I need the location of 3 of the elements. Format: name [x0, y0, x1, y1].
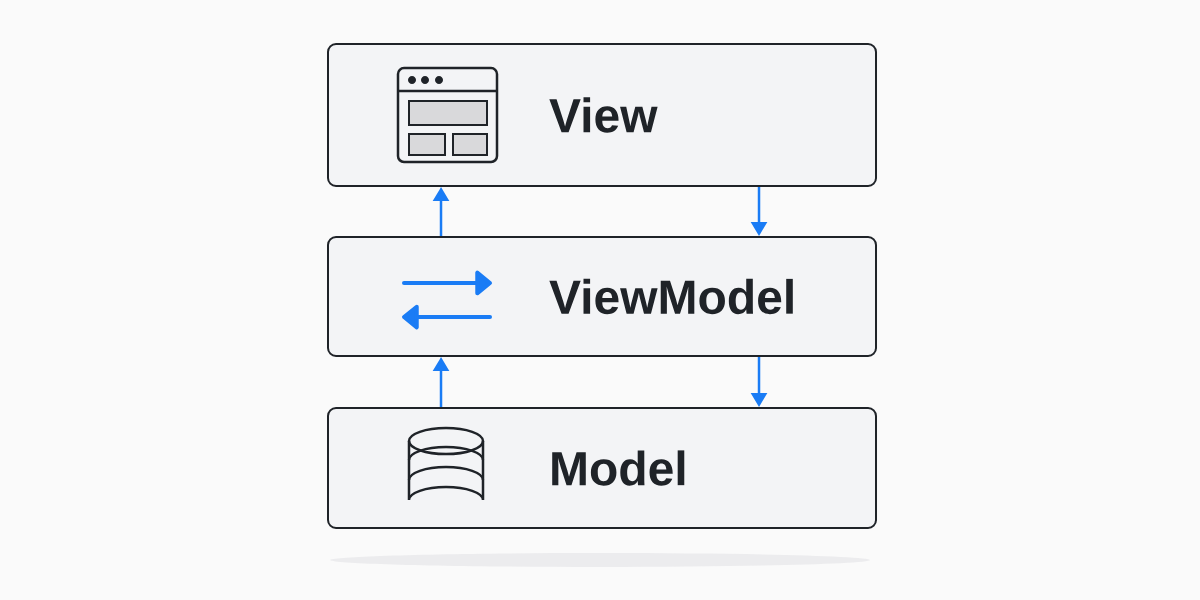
- layer-box: View: [327, 43, 877, 187]
- layer-box: Model: [327, 407, 877, 529]
- layer-box: ViewModel: [327, 236, 877, 357]
